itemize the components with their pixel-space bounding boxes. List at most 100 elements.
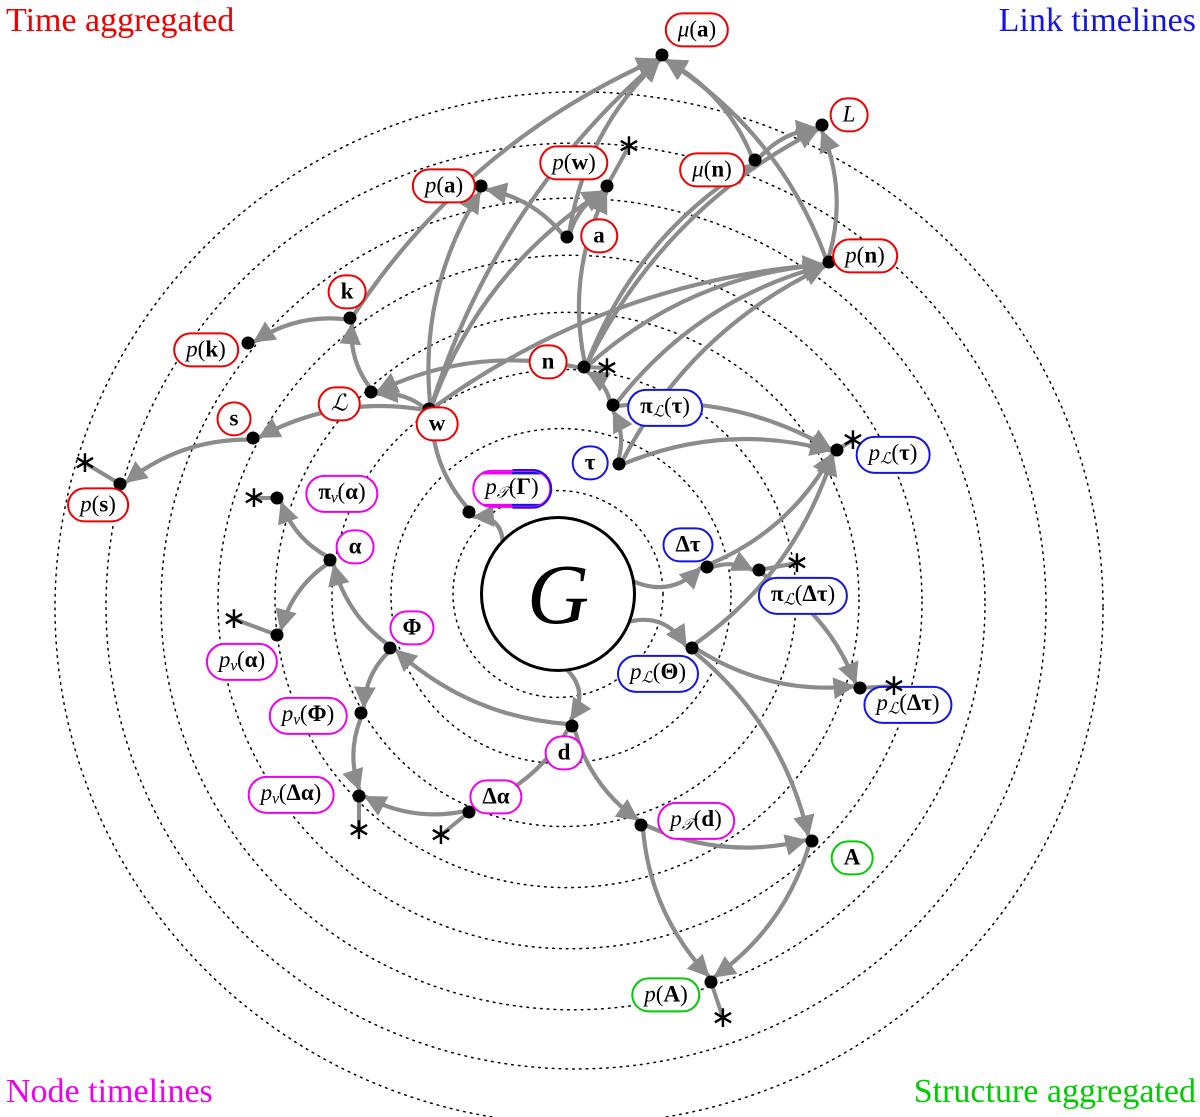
ring [54,91,1104,1117]
edge [621,434,833,466]
node-p_a[interactable]: p(a) [411,168,477,204]
anchor-dots [113,48,867,989]
ring [274,311,860,889]
node-anchor-dot [853,681,867,695]
center-node-G: G [480,516,636,672]
edge [709,551,755,572]
node-p_w[interactable]: p(w) [539,145,609,181]
edge [363,794,467,817]
node-p_L_Theta[interactable]: pℒ(Θ) [617,654,699,694]
node-anchor-dot [364,385,378,399]
node-p_T_d[interactable]: p𝒯(d) [657,801,735,841]
node-d[interactable]: d [544,735,584,771]
node-mu_a[interactable]: μ(a) [664,12,730,48]
edge [375,381,427,410]
node-anchor-dot [383,641,397,655]
star-connector [83,461,122,486]
node-p_s[interactable]: p(s) [67,487,129,523]
node-Delta_tau[interactable]: Δτ [662,527,714,563]
node-p_A[interactable]: p(A) [631,977,701,1013]
node-p_k[interactable]: p(k) [173,332,239,368]
node-anchor-dot [354,706,368,720]
edge [484,182,565,237]
node-anchor-dot [830,443,844,457]
edge [351,57,659,317]
edge [629,566,703,590]
node-A[interactable]: A [830,840,874,876]
star-marker-p_L_tau: ∗ [840,423,866,456]
node-L[interactable]: L [829,97,869,133]
node-anchor-dot [606,398,620,412]
node-w[interactable]: w [415,406,459,442]
node-anchor-dot [246,431,260,445]
star-marker-p_s: ∗ [72,446,98,479]
star-connector [232,617,279,637]
node-anchor-dot [685,641,699,655]
node-mu_n[interactable]: μ(n) [679,152,745,188]
node-anchor-dot [748,153,762,167]
star-marker-p_L_Dtau: ∗ [881,669,907,702]
node-anchor-dot [700,560,714,574]
node-p_V_Phi[interactable]: pᴠ(Φ) [268,696,348,736]
ring [160,197,986,1011]
node-p_V_alpha[interactable]: pᴠ(α) [205,642,279,682]
node-pi_L_Dtau[interactable]: πℒ(Δτ) [757,576,849,616]
node-pi_L_tau[interactable]: πℒ(τ) [627,388,703,428]
star-marker-p_w: ∗ [616,129,642,162]
node-Delta_alpha[interactable]: Δα [469,779,523,815]
node-anchor-dot [462,805,476,819]
edge [625,617,688,648]
edges [83,57,896,1020]
node-anchor-dot [270,491,284,505]
edge [426,190,482,407]
edge [620,264,827,463]
star-connector [605,144,631,188]
edge [640,827,711,978]
edge [572,728,640,822]
node-anchor-dot [352,789,366,803]
node-anchor-dot [805,834,819,848]
edge [328,563,390,646]
node-anchor-dot [474,179,488,193]
node-pi_V_alpha[interactable]: πᴠ(α) [305,474,379,514]
edge [664,58,754,159]
node-anchor-dot [462,505,476,519]
star-marker-p_V_alpha: ∗ [221,602,247,635]
node-anchor-dot [241,336,255,350]
node-anchor-dot [634,818,648,832]
node-p_L_Dtau[interactable]: pℒ(Δτ) [863,685,953,725]
edge [819,129,840,260]
edge [124,437,251,484]
node-anchor-dot [655,48,669,62]
corner-label-node-timelines: Node timelines [6,1073,213,1110]
node-p_n[interactable]: p(n) [832,238,898,274]
node-anchor-dot [600,179,614,193]
edge [394,648,570,727]
ring [217,254,923,950]
node-a[interactable]: a [580,218,618,254]
node-anchor-dot [612,457,626,471]
edge [342,715,364,792]
edge [278,501,329,559]
node-n[interactable]: n [528,344,568,380]
node-Lcal[interactable]: ℒ [317,386,361,422]
edge [586,370,613,404]
node-Phi[interactable]: Φ [389,610,435,646]
edge [585,163,753,366]
node-p_T_Gamma[interactable]: p𝒯(Γ) [472,469,553,509]
edge [611,409,633,462]
node-k[interactable]: k [327,274,367,310]
edge [692,650,815,838]
edge [692,453,838,647]
star-marker-Delta_alpha: ∗ [428,818,454,851]
node-alpha[interactable]: α [335,529,375,565]
node-anchor-dot [565,719,579,733]
edge [431,255,825,410]
node-s[interactable]: s [216,401,252,437]
star-marker-pi_V_alpha: ∗ [241,481,267,514]
edge [576,190,609,365]
node-p_V_Dalpha[interactable]: pᴠ(Δα) [247,775,335,815]
node-tau[interactable]: τ [571,445,609,481]
node-p_L_tau[interactable]: pℒ(τ) [855,435,931,475]
